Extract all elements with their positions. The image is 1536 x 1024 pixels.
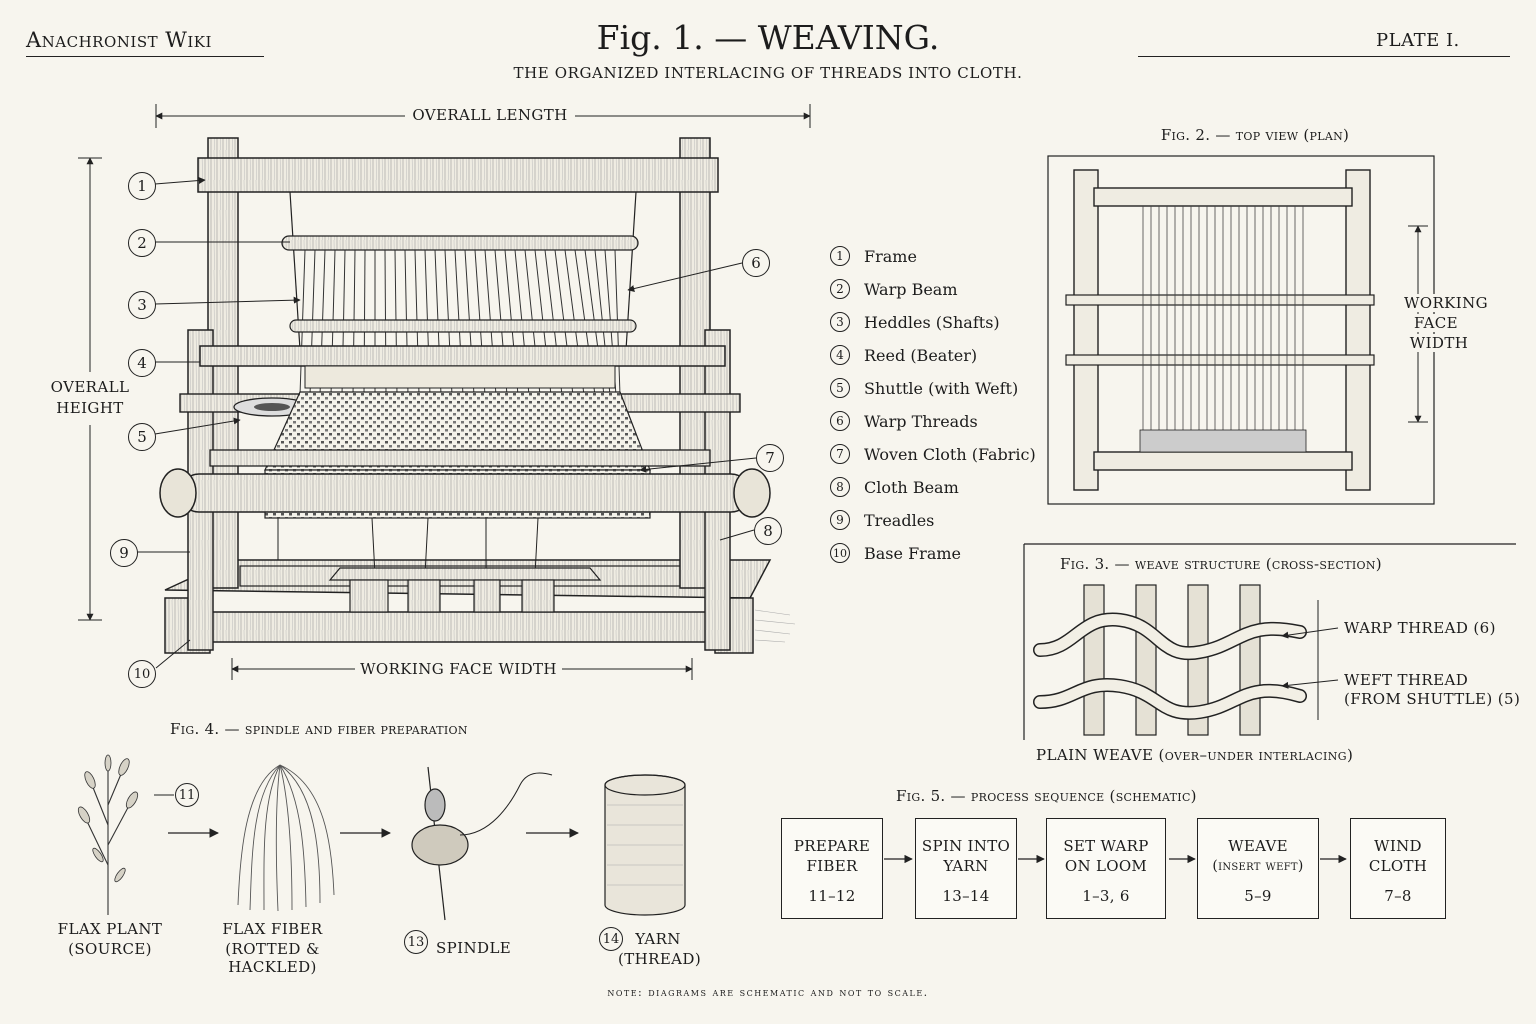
header-rule-right [1138, 56, 1510, 57]
process-step-weave: WEAVE (insert weft) 5–9 [1197, 818, 1319, 919]
callout-5: 5 [128, 423, 156, 451]
step-refs: 11–12 [808, 887, 856, 905]
footer-note: note: diagrams are schematic and not to … [607, 986, 929, 999]
step-refs: 7–8 [1384, 887, 1412, 905]
legend-num: 10 [830, 543, 850, 563]
overall-height-label-1: OVERALL [50, 378, 130, 396]
legend-num: 6 [830, 411, 850, 431]
step-refs: 13–14 [942, 887, 990, 905]
callout-1: 1 [128, 172, 156, 200]
process-step-spin-yarn: SPIN INTO YARN 13–14 [915, 818, 1017, 919]
callout-14: 14 [599, 927, 623, 951]
legend-item: 7 Woven Cloth (Fabric) [830, 441, 1036, 467]
legend-item: 8 Cloth Beam [830, 474, 959, 500]
page-subtitle: THE ORGANIZED INTERLACING OF THREADS INT… [513, 64, 1023, 82]
legend-label: Warp Threads [864, 411, 978, 431]
legend-num: 8 [830, 477, 850, 497]
callout-2: 2 [128, 229, 156, 257]
fig2-caption: Fig. 2. — top view (plan) [1160, 126, 1350, 144]
legend-label: Base Frame [864, 543, 961, 563]
yarn-label-1: YARN [635, 930, 681, 948]
weft-thread-label-2: (FROM SHUTTLE) (5) [1344, 690, 1521, 708]
overall-length-label: OVERALL LENGTH [412, 106, 568, 124]
page-title: Fig. 1. — WEAVING. [596, 18, 940, 57]
callout-9: 9 [110, 539, 138, 567]
legend-num: 7 [830, 444, 850, 464]
legend-num: 3 [830, 312, 850, 332]
fig4-caption: Fig. 4. — spindle and fiber preparation [170, 720, 468, 738]
step-line-1: WIND [1374, 837, 1422, 855]
step-refs: 1–3, 6 [1082, 887, 1130, 905]
fig2-width-label-2: FACE [1396, 314, 1476, 332]
legend-num: 1 [830, 246, 850, 266]
legend-item: 1 Frame [830, 243, 917, 269]
legend-label: Reed (Beater) [864, 345, 978, 365]
fig5-caption: Fig. 5. — process sequence (schematic) [896, 787, 1197, 805]
legend-num: 2 [830, 279, 850, 299]
flax-fiber-label-2: (ROTTED & HACKLED) [225, 940, 320, 976]
site-name: Anachronist Wiki [26, 28, 212, 52]
process-step-prepare-fiber: PREPARE FIBER 11–12 [781, 818, 883, 919]
callout-6: 6 [742, 249, 770, 277]
callout-10: 10 [128, 660, 156, 688]
legend-item: 3 Heddles (Shafts) [830, 309, 1000, 335]
fig2-width-label-3: WIDTH [1396, 334, 1482, 352]
legend-item: 2 Warp Beam [830, 276, 958, 302]
step-line-1: PREPARE [793, 837, 871, 855]
plain-weave-caption: PLAIN WEAVE (over–under interlacing) [1036, 746, 1354, 764]
step-line-1: WEAVE [1228, 837, 1288, 855]
step-line-2: FIBER [806, 857, 858, 875]
step-refs: 5–9 [1244, 887, 1272, 905]
callout-3: 3 [128, 291, 156, 319]
callout-7: 7 [756, 444, 784, 472]
header-rule-left [26, 56, 264, 57]
yarn-label-2: (THREAD) [618, 950, 702, 968]
legend-label: Woven Cloth (Fabric) [864, 444, 1036, 464]
legend-num: 4 [830, 345, 850, 365]
fig3-caption: Fig. 3. — weave structure (cross-section… [1060, 555, 1382, 573]
flax-plant-label-1: FLAX PLANT [57, 920, 163, 938]
step-line-1: SPIN INTO [921, 837, 1011, 855]
legend-label: Cloth Beam [864, 477, 959, 497]
callout-8: 8 [754, 517, 782, 545]
process-step-wind-cloth: WIND CLOTH 7–8 [1350, 818, 1446, 919]
flax-plant-label-2: (SOURCE) [68, 940, 152, 958]
legend-item: 6 Warp Threads [830, 408, 978, 434]
step-line-1: SET WARP [1063, 837, 1149, 855]
legend-label: Frame [864, 246, 917, 266]
legend-item: 4 Reed (Beater) [830, 342, 977, 368]
callout-4: 4 [128, 349, 156, 377]
step-line-2: CLOTH [1368, 857, 1428, 875]
warp-thread-label: WARP THREAD (6) [1344, 619, 1496, 637]
spindle-label: SPINDLE [436, 939, 512, 957]
working-face-width-label: WORKING FACE WIDTH [360, 660, 557, 678]
fig2-width-label-1: WORKING [1396, 294, 1496, 312]
legend-label: Heddles (Shafts) [864, 312, 1000, 332]
step-line-2: YARN [943, 857, 989, 875]
weft-thread-label-1: WEFT THREAD [1344, 671, 1469, 689]
flax-fiber-label-1: FLAX FIBER [222, 920, 323, 938]
callout-13: 13 [404, 930, 428, 954]
legend-item: 10 Base Frame [830, 540, 961, 566]
process-arrows [884, 854, 1347, 864]
legend-num: 5 [830, 378, 850, 398]
legend-label: Warp Beam [864, 279, 958, 299]
overall-height-label-2: HEIGHT [56, 399, 124, 417]
top-view-illustration [1047, 155, 1435, 505]
step-line-2: (insert weft) [1212, 858, 1304, 874]
legend-num: 9 [830, 510, 850, 530]
legend-label: Shuttle (with Weft) [864, 378, 1019, 398]
legend-item: 9 Treadles [830, 507, 934, 533]
process-step-set-warp: SET WARP ON LOOM 1–3, 6 [1046, 818, 1166, 919]
fiber-prep-illustration [77, 754, 686, 921]
weave-structure-illustration [1023, 543, 1516, 740]
legend-label: Treadles [864, 510, 935, 530]
step-line-2: ON LOOM [1064, 857, 1148, 875]
plate-number: PLATE I. [1376, 30, 1460, 51]
legend-item: 5 Shuttle (with Weft) [830, 375, 1018, 401]
callout-11: 11 [175, 783, 199, 807]
